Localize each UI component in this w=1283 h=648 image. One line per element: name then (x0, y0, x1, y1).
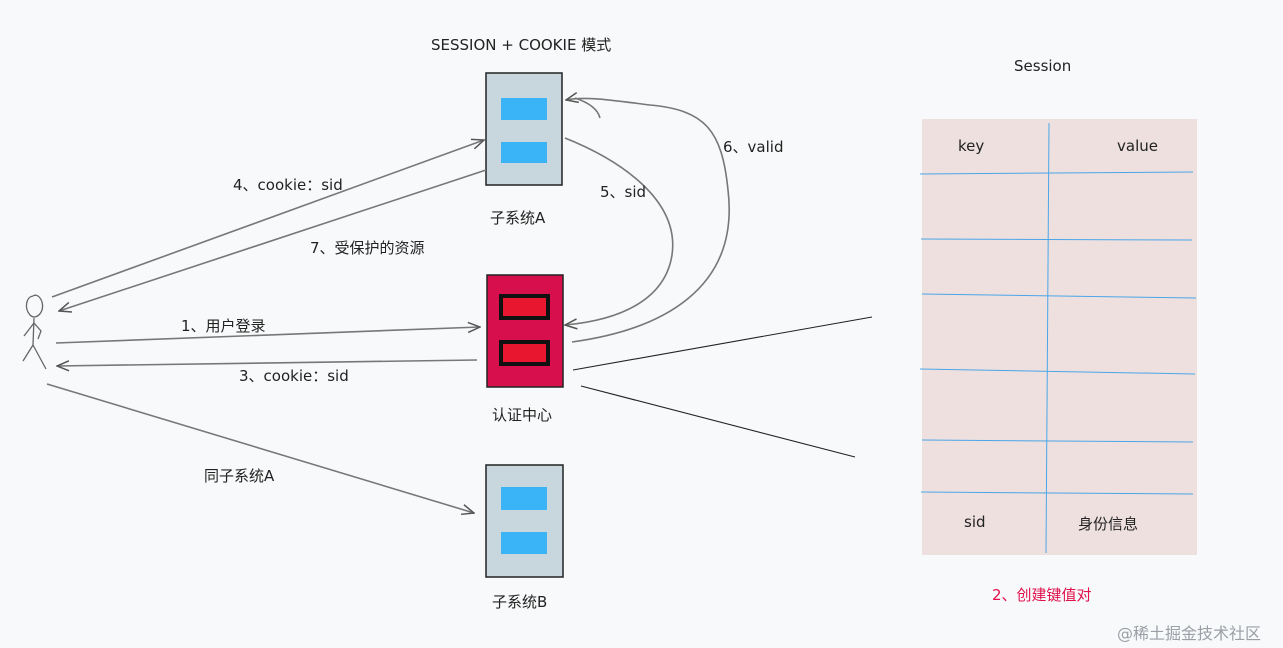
arrow-sid-a-to-auth (565, 137, 674, 325)
arrow-label-valid: 6、valid (723, 138, 784, 156)
arrow-label-cookie-sid-a: 4、cookie：sid (233, 176, 343, 194)
server-slot (501, 532, 547, 554)
watermark: @稀土掘金技术社区 (1117, 624, 1262, 643)
subsystem-a-server (485, 72, 563, 186)
arrow-label-protected: 7、受保护的资源 (310, 239, 425, 257)
connector-line (572, 316, 873, 371)
arrow-cookie-sid-from-auth (57, 359, 478, 366)
server-slot (501, 487, 547, 510)
user-figure-icon (22, 294, 47, 370)
session-caption: 2、创建键值对 (992, 586, 1092, 604)
server-slot (501, 98, 547, 120)
session-row-value: 身份信息 (1078, 515, 1139, 533)
arrow-label-same-as-a: 同子系统A (204, 467, 275, 485)
arrow-to-subsystem-b (46, 383, 474, 513)
session-title: Session (1014, 57, 1072, 75)
arrow-label-login: 1、用户登录 (181, 317, 266, 335)
session-table (919, 119, 1197, 555)
arrow-login (55, 327, 480, 344)
subsystem-b-label: 子系统B (492, 593, 548, 611)
subsystem-a-label: 子系统A (490, 209, 546, 227)
arrow-protected-resource (59, 169, 487, 311)
arrow-label-cookie-sid-auth: 3、cookie：sid (239, 367, 349, 385)
arrow-cookie-sid-to-a (51, 140, 484, 298)
session-row-key: sid (964, 513, 986, 531)
connector-line (580, 385, 856, 458)
arrow-label-sid: 5、sid (600, 183, 647, 201)
subsystem-b-server (485, 464, 564, 578)
server-slot (499, 294, 550, 320)
auth-center-label: 认证中心 (492, 406, 553, 424)
server-slot (499, 340, 550, 366)
auth-center-server (486, 274, 564, 388)
session-col-key: key (958, 137, 985, 155)
session-col-value: value (1117, 137, 1158, 155)
diagram-title: SESSION + COOKIE 模式 (431, 36, 612, 54)
server-slot (501, 142, 547, 163)
arrow-valid-auth-to-a (566, 98, 730, 343)
